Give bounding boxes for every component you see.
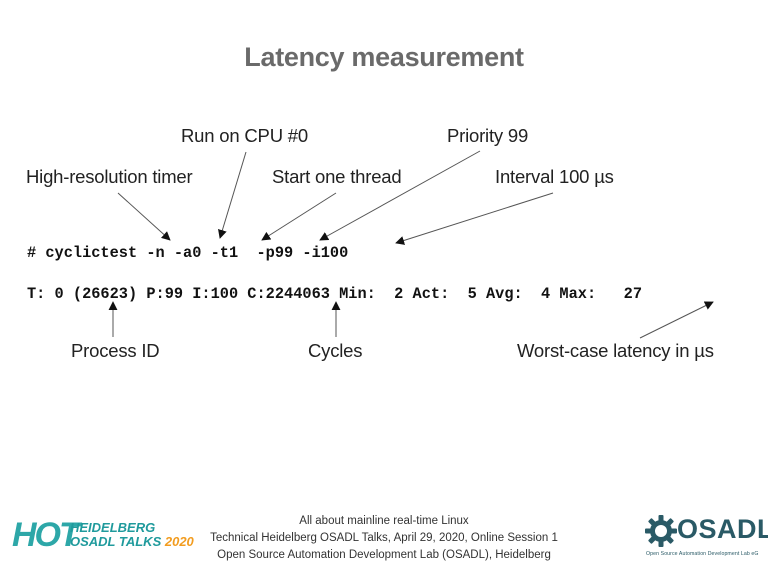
arrow-run-on-cpu: [218, 151, 247, 239]
callout-interval: Interval 100 µs: [495, 166, 614, 187]
footer-line1: All about mainline real-time Linux: [299, 515, 469, 527]
osadl-tagline: Open Source Automation Development Lab e…: [646, 551, 759, 557]
callout-priority: Priority 99: [447, 125, 529, 146]
arrow-worst-case: [639, 301, 714, 339]
hot-logo-line2-text: OSADL TALKS: [70, 534, 165, 549]
callout-run-on-cpu: Run on CPU #0: [181, 125, 308, 146]
hot-logo-mark: HOT: [12, 516, 80, 554]
hot-logo-line2: OSADL TALKS 2020: [70, 535, 194, 549]
output-line: T: 0 (26623) P:99 I:100 C:2244063 Min: 2…: [27, 285, 643, 303]
hot-logo-line1: HEIDELBERG: [70, 520, 156, 535]
callout-process-id: Process ID: [71, 340, 160, 361]
arrow-priority: [319, 150, 481, 241]
footer-line3: Open Source Automation Development Lab (…: [217, 549, 551, 561]
callout-start-thread: Start one thread: [272, 166, 402, 187]
gear-icon: [645, 515, 677, 547]
arrow-interval: [395, 192, 554, 245]
callout-worst-case: Worst-case latency in µs: [517, 340, 714, 361]
command-line: # cyclictest -n -a0 -t1 -p99 -i100: [27, 244, 349, 262]
osadl-logo: OSADL Open Source Automation Development…: [644, 512, 768, 562]
footer: All about mainline real-time Linux Techn…: [180, 513, 588, 564]
hot-logo-year: 2020: [164, 534, 194, 549]
osadl-wordmark: OSADL: [677, 514, 768, 544]
hot-logo: HOT HEIDELBERG OSADL TALKS 2020: [12, 516, 194, 558]
callout-high-res-timer: High-resolution timer: [26, 166, 193, 187]
footer-line2: Technical Heidelberg OSADL Talks, April …: [210, 532, 558, 544]
callout-cycles: Cycles: [308, 340, 363, 361]
slide-title: Latency measurement: [244, 42, 524, 72]
arrow-start-thread: [261, 192, 337, 241]
arrow-high-res-timer: [117, 192, 171, 241]
